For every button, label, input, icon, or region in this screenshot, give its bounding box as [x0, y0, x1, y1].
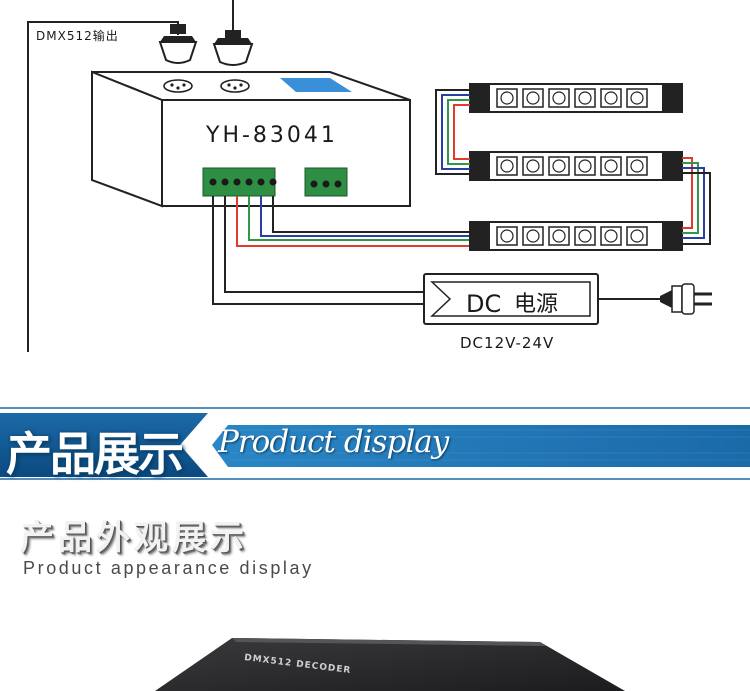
- section-banner: [0, 407, 750, 480]
- strip-link-right: [682, 157, 711, 245]
- display-panel: [280, 78, 352, 92]
- voltage-label: DC12V-24V: [460, 334, 554, 352]
- banner-title-en: Product display: [218, 424, 449, 460]
- strip-link-left: [435, 89, 470, 175]
- led-strip-3: [469, 221, 683, 251]
- output-terminal-block: [202, 167, 277, 197]
- xlr-connector-left: [158, 24, 198, 64]
- dmx-output-label: DMX512输出: [36, 28, 119, 43]
- led-strip-1: [469, 83, 683, 113]
- wiring-diagram: DMX512输出 YH-83041: [27, 0, 712, 352]
- section-title-en: Product appearance display: [23, 558, 314, 578]
- output-wires: [236, 196, 470, 247]
- power-supply: [423, 273, 599, 325]
- model-label: YH-83041: [205, 123, 338, 148]
- xlr-connector-right: [212, 30, 254, 66]
- banner-title-cn: 产品展示: [6, 427, 184, 481]
- power-label-cn: 电源: [514, 292, 558, 317]
- product-photo: DMX512 DECODER: [155, 638, 625, 691]
- power-wires: [212, 196, 432, 305]
- decoder-box: [91, 70, 411, 208]
- ac-plug: [598, 283, 712, 315]
- dmx-terminal-block: [304, 167, 348, 197]
- power-label-dc: DC: [466, 290, 501, 318]
- section-title-cn: 产品外观展示: [20, 518, 248, 558]
- led-strip-2: [469, 151, 683, 181]
